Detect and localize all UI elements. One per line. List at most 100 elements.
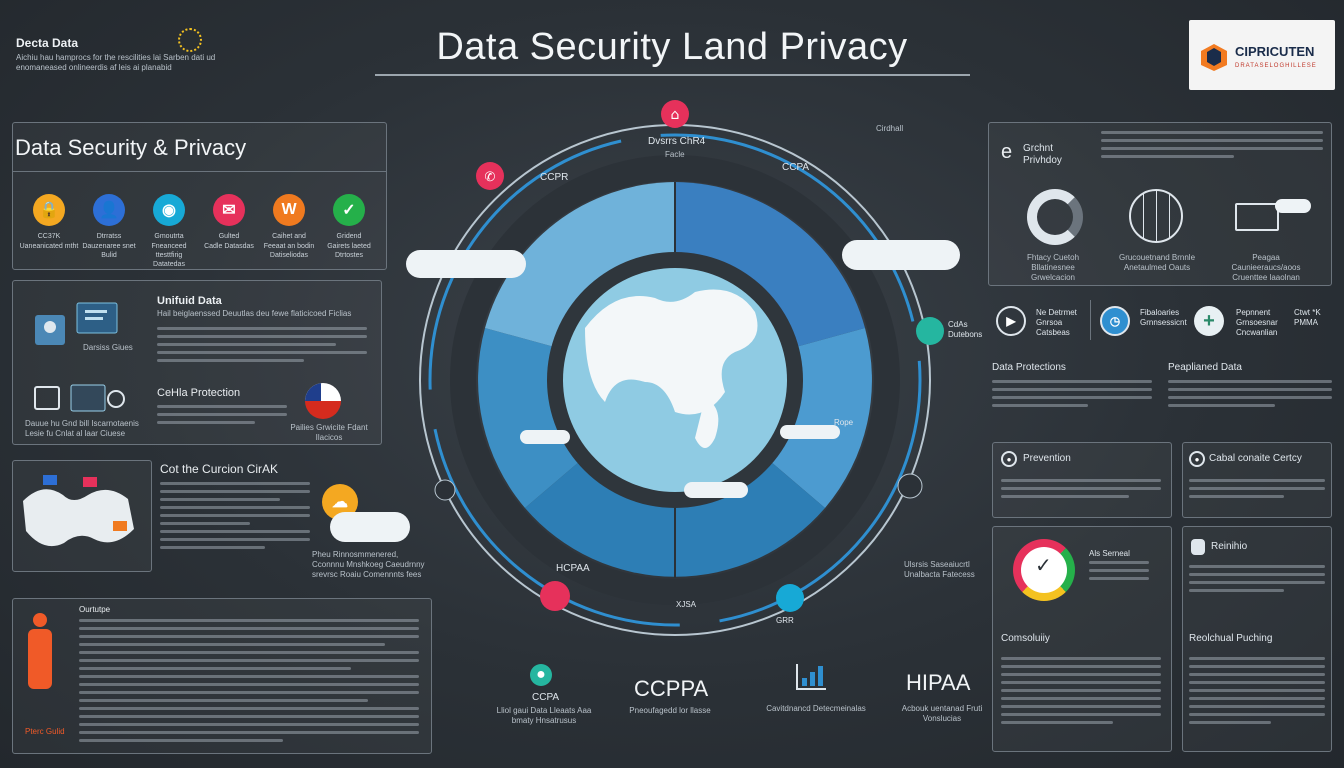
row-item-0: Ne Detrmet Gnrsoa Catsbeas [1036, 308, 1077, 337]
preplanned-text [1168, 380, 1332, 407]
phone-icon[interactable] [476, 162, 504, 190]
top-lock-icon[interactable] [661, 100, 689, 128]
cursion-panel [12, 460, 152, 572]
global-certify-panel: ● Cabal conaite Certcy [1182, 442, 1332, 518]
bottom-label-0: CCPA [532, 692, 560, 703]
bottom-left-panel: Pterc Gulid Ourtutpe [12, 598, 432, 754]
bottom-ring-label: XJSA [676, 600, 697, 609]
lock-icon[interactable]: 🔒 [33, 194, 65, 226]
shield-icon[interactable]: ✓ [333, 194, 365, 226]
privacy-caption-0: Fhtacy Cuetoh Bllatinesnee Grwelcacion [1026, 253, 1080, 282]
stopwatch-icon[interactable]: ◷ [1100, 306, 1130, 336]
row-item-3: Ctwt *K PMMA [1294, 308, 1321, 327]
icon-label: Caihet and [272, 233, 306, 240]
bottom-right-ring-caption: Ulsrsis Saseaiucrtl Unalbacta Fatecess [904, 560, 975, 579]
flag-caption: Pailies Grwicite Fdant Ilacicos [290, 423, 368, 442]
row-item-2: Pepnnent Grnsoesnar Cncwanlian [1236, 308, 1278, 337]
node-right-icon[interactable] [897, 473, 923, 499]
user-icon[interactable]: 👤 [93, 194, 125, 226]
bottom-caption-2: Cavitdnancd Detecmeinalas [766, 704, 866, 713]
laptop-cloud-icon [1235, 203, 1279, 231]
protection-caption: Dauue hu Gnd bill Iscarnotaenis Lesie fu… [25, 419, 139, 438]
blue-ring [428, 133, 922, 627]
gauge-note: Als Serneal [1089, 549, 1130, 558]
unified-data-panel: Darsiss Giues Unifuid Data Hail beiglaen… [12, 280, 382, 445]
alert-node-icon[interactable] [540, 581, 570, 611]
cloud-small-icon [520, 430, 570, 444]
consulting-text [1001, 657, 1161, 724]
plus-icon[interactable]: + [1194, 306, 1224, 336]
reinmo-heading: Reinihio [1211, 541, 1248, 552]
globe-diagram: ⌂ ✆ [419, 100, 944, 636]
cloud-bottom-icon [684, 482, 748, 498]
privacy-caption-1: Grucouetnand Brnnle Anetaulmed Oauts [1118, 253, 1196, 272]
certify-heading: Cabal conaite Certcy [1209, 453, 1302, 464]
icon-caption: Gairets laeted Dtrtostes [327, 243, 371, 259]
reinmo-panel: Reinihio Reolchual Puching [1182, 526, 1332, 752]
icon-caption: Uaneanicated mtht [19, 243, 79, 250]
consulting-heading: Comsoluiiy [1001, 633, 1050, 644]
bar-chart-icon [796, 664, 826, 690]
person-figure-caption: Pterc Gulid [25, 727, 65, 736]
database-icon [1191, 539, 1205, 555]
preplanned-heading: Peaplianed Data [1168, 362, 1242, 373]
certify-text [1189, 479, 1325, 498]
hipaa-ring-label: HCPAA [556, 563, 590, 574]
chat-node-icon[interactable] [776, 584, 804, 612]
privacy-caption-2: Peagaa Caunieeraucs/aoos Cruenttee laaol… [1231, 253, 1301, 282]
unified-title: Unifuid Data [157, 295, 222, 307]
icon-caption: Cadle Datasdas [204, 243, 254, 250]
top-right-annotation: Cirdhall [876, 124, 904, 133]
cloud-left-icon [406, 250, 526, 278]
pracecure-text [1189, 657, 1325, 724]
icon-label: CC37K [37, 233, 61, 240]
top-ring-label: Dvsrrs ChR4 [648, 136, 706, 147]
chat-icon[interactable]: ✉ [213, 194, 245, 226]
bottom-title: Ourtutpe [79, 605, 111, 614]
privacy-panel-title: Grchnt Privhdoy [1023, 143, 1062, 166]
title-divider [375, 74, 970, 76]
chart-node-icon[interactable] [916, 317, 944, 345]
cloud-right-icon [842, 240, 960, 270]
ccpa-ring-label: CCPA [782, 162, 810, 173]
continents-icon [585, 289, 758, 415]
brand-logo: CIPRICUTEN DRATASELOGHILLESE [1189, 20, 1335, 90]
bottom-right-ring-label: GRR [776, 616, 794, 625]
pracecure-heading: Reolchual Puching [1189, 633, 1273, 644]
icon-label: Gridend [336, 233, 362, 240]
brand-name: CIPRICUTEN [1235, 44, 1315, 59]
node-left-icon[interactable] [434, 479, 456, 501]
bottom-label-3: HIPAA [906, 670, 971, 695]
prevention-heading: Prevention [1023, 453, 1071, 464]
monitor-icon [34, 384, 125, 412]
play-icon[interactable]: ▶ [996, 306, 1026, 336]
gauge-panel: ✓ Als Serneal Comsoluiiy [992, 526, 1172, 752]
gauge-icon [1013, 539, 1075, 601]
icon-label: Dtrratss [96, 233, 122, 240]
icon-label: Gmoutrta [154, 233, 184, 240]
rope-label: Rope [834, 418, 854, 427]
globe-grid-icon [1129, 189, 1183, 243]
donut-icon [1027, 189, 1083, 245]
row-divider-1 [1090, 300, 1091, 340]
page-title: Data Security Land Privacy [436, 26, 908, 68]
unified-subtitle: Hail beiglaenssed Deuutlas deu fewe flat… [157, 309, 352, 318]
icon-row: 🔒 CC37K Uaneanicated mtht 👤 Dtrratss Dau… [13, 171, 386, 269]
prevention-panel: ● Prevention [992, 442, 1172, 518]
ccpr-label: CCPR [540, 172, 569, 183]
row-item-1: Fibaloaries Grnnsessicnt [1140, 308, 1187, 327]
icon-caption: Fneanceed ttesttfirig Datatedas [151, 243, 187, 268]
reinmo-text [1189, 565, 1325, 592]
person-icon[interactable]: W [273, 194, 305, 226]
unified-body-text [157, 327, 367, 362]
bottom-body-text [79, 619, 419, 742]
corner-title: Decta Data [16, 36, 79, 50]
camera-icon[interactable]: ◉ [153, 194, 185, 226]
corner-text: Aichiu hau hamprocs for the rescilities … [16, 53, 216, 72]
cloud-icon [330, 512, 410, 542]
certify-icon: ● [1189, 451, 1205, 467]
cursion-caption: Pheu Rinnosmmenered, Cconnnu Mnshkoeg Ca… [312, 550, 425, 579]
icon-caption: Feeaat an bodin Datiseliodas [263, 243, 315, 259]
brand-subtitle: DRATASELOGHILLESE [1235, 63, 1317, 69]
laptop-cloud-shape-icon [1275, 199, 1311, 213]
